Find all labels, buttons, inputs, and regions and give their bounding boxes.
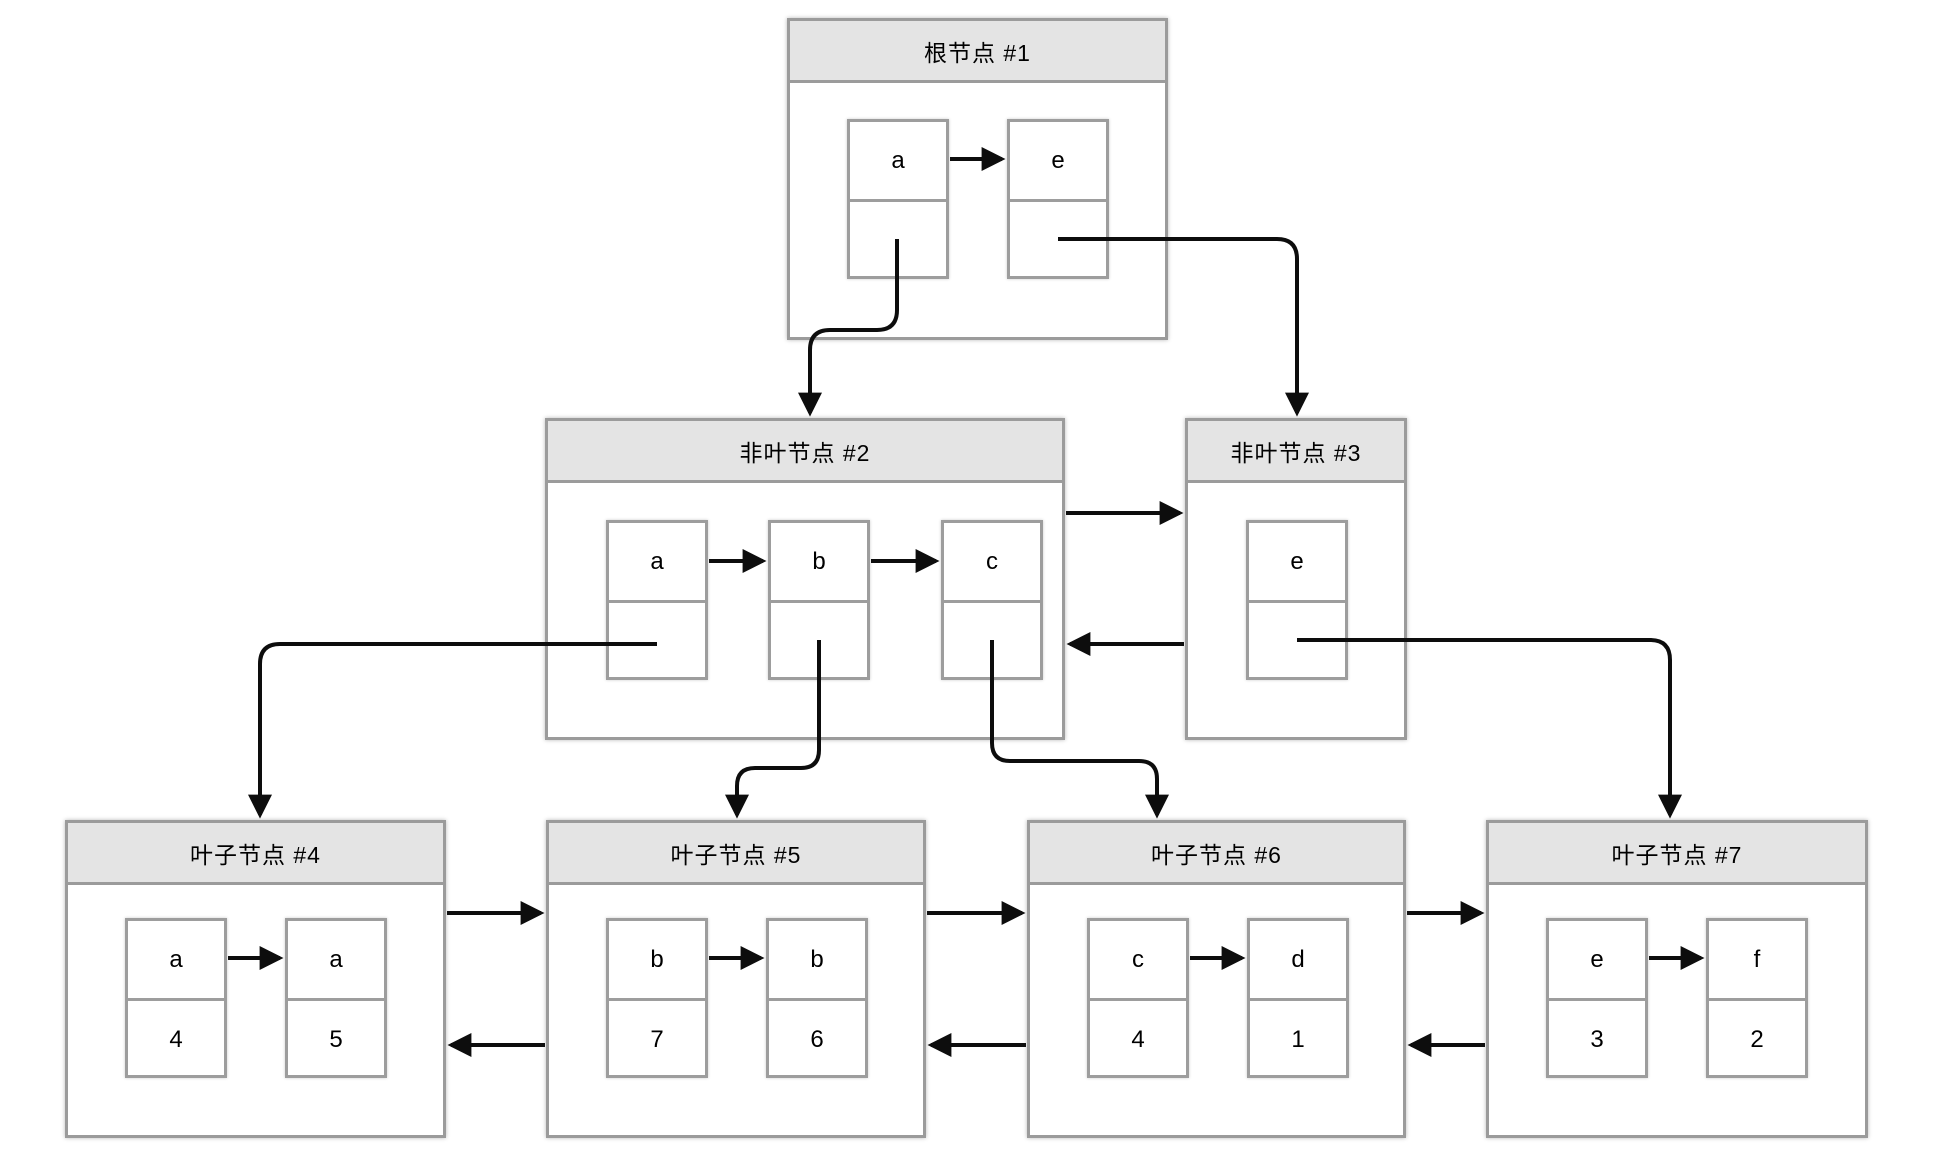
leaf4-cell-2: a 5 [285, 918, 387, 1078]
root-cell-a-key: a [850, 122, 946, 202]
leaf7-cell-2: f 2 [1706, 918, 1808, 1078]
leaf4-cell-1: a 4 [125, 918, 227, 1078]
leaf6-cell-1-value: 4 [1131, 1025, 1145, 1053]
node-leaf5-title: 叶子节点 #5 [549, 823, 923, 885]
root-cell-a: a [847, 119, 949, 279]
internal2-cell-a-key: a [609, 523, 705, 603]
leaf6-cell-2-value: 1 [1291, 1025, 1305, 1053]
root-cell-e-pointer [1010, 202, 1106, 279]
leaf4-cell-2-key: a [288, 921, 384, 1001]
leaf5-cell-2-value: 6 [810, 1025, 824, 1053]
internal3-cell-e-key: e [1249, 523, 1345, 603]
leaf5-cell-1: b 7 [606, 918, 708, 1078]
internal2-cell-b-pointer [771, 603, 867, 680]
leaf6-cell-1-key: c [1090, 921, 1186, 1001]
leaf7-cell-2-key: f [1709, 921, 1805, 1001]
node-leaf6: 叶子节点 #6 c 4 d 1 [1027, 820, 1406, 1138]
node-leaf7: 叶子节点 #7 e 3 f 2 [1486, 820, 1868, 1138]
node-leaf4-title: 叶子节点 #4 [68, 823, 443, 885]
leaf6-cell-1: c 4 [1087, 918, 1189, 1078]
node-leaf4: 叶子节点 #4 a 4 a 5 [65, 820, 446, 1138]
leaf5-cell-1-key: b [609, 921, 705, 1001]
node-leaf5: 叶子节点 #5 b 7 b 6 [546, 820, 926, 1138]
internal3-cell-e: e [1246, 520, 1348, 680]
leaf5-cell-1-value: 7 [650, 1025, 664, 1053]
internal2-cell-b: b [768, 520, 870, 680]
internal2-cell-a: a [606, 520, 708, 680]
node-leaf6-title: 叶子节点 #6 [1030, 823, 1403, 885]
node-internal3-title: 非叶节点 #3 [1188, 421, 1404, 483]
root-cell-e-key: e [1010, 122, 1106, 202]
leaf4-cell-1-key: a [128, 921, 224, 1001]
internal2-cell-c-pointer [944, 603, 1040, 680]
node-root: 根节点 #1 a e [787, 18, 1168, 340]
root-cell-a-pointer [850, 202, 946, 279]
leaf5-cell-2-key: b [769, 921, 865, 1001]
leaf6-cell-2-key: d [1250, 921, 1346, 1001]
node-internal2: 非叶节点 #2 a b c [545, 418, 1065, 740]
leaf5-cell-2: b 6 [766, 918, 868, 1078]
internal2-cell-b-key: b [771, 523, 867, 603]
internal2-cell-c: c [941, 520, 1043, 680]
internal2-cell-c-key: c [944, 523, 1040, 603]
root-cell-e: e [1007, 119, 1109, 279]
leaf7-cell-1-key: e [1549, 921, 1645, 1001]
node-leaf7-title: 叶子节点 #7 [1489, 823, 1865, 885]
leaf7-cell-2-value: 2 [1750, 1025, 1764, 1053]
leaf4-cell-1-value: 4 [169, 1025, 183, 1053]
leaf4-cell-2-value: 5 [329, 1025, 343, 1053]
node-root-title: 根节点 #1 [790, 21, 1165, 83]
internal2-cell-a-pointer [609, 603, 705, 680]
node-internal2-title: 非叶节点 #2 [548, 421, 1062, 483]
leaf7-cell-1: e 3 [1546, 918, 1648, 1078]
leaf7-cell-1-value: 3 [1590, 1025, 1604, 1053]
node-internal3: 非叶节点 #3 e [1185, 418, 1407, 740]
internal3-cell-e-pointer [1249, 603, 1345, 680]
leaf6-cell-2: d 1 [1247, 918, 1349, 1078]
